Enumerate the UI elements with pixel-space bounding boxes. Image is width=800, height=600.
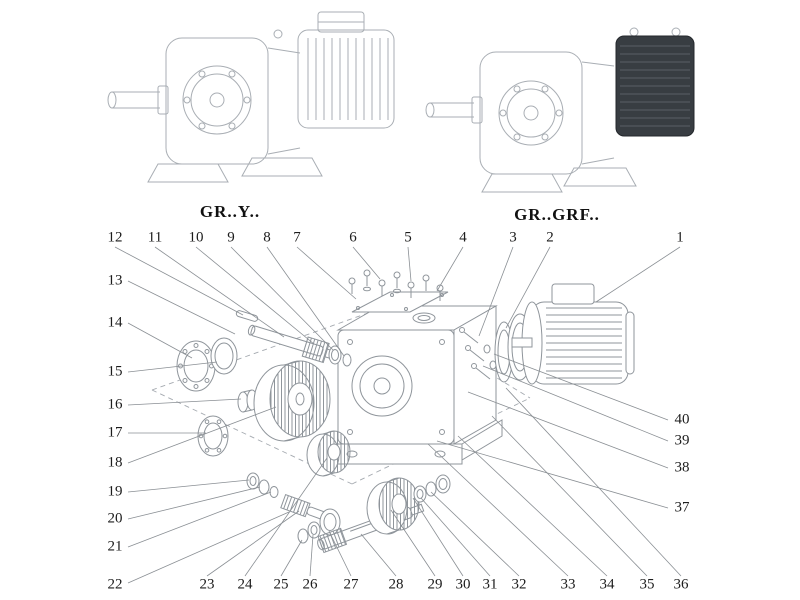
callout-34: 34 — [599, 576, 615, 593]
callout-37: 37 — [674, 499, 690, 516]
output-shaft-assembly — [297, 474, 451, 554]
cover-plate-and-bolts — [348, 269, 449, 313]
callout-27: 27 — [343, 576, 359, 593]
leader-lines — [114, 246, 682, 584]
callout-20: 20 — [107, 510, 123, 527]
callout-28: 28 — [388, 576, 404, 593]
callout-35: 35 — [639, 576, 655, 593]
callout-9: 9 — [227, 229, 235, 246]
motor-assembly — [494, 283, 635, 385]
bearing-and-seal — [176, 337, 258, 457]
callout-30: 30 — [455, 576, 471, 593]
callout-32: 32 — [511, 576, 527, 593]
callout-6: 6 — [349, 229, 357, 246]
callout-4: 4 — [459, 229, 467, 246]
callout-12: 12 — [107, 229, 123, 246]
callout-3: 3 — [509, 229, 517, 246]
assembled-view-gr-y — [107, 11, 395, 183]
callout-5: 5 — [404, 229, 412, 246]
exploded-view — [176, 269, 635, 554]
callout-26: 26 — [302, 576, 318, 593]
assembled-view-gr-grf — [425, 27, 695, 193]
callout-10: 10 — [188, 229, 204, 246]
callout-18: 18 — [107, 454, 123, 471]
callout-14: 14 — [107, 314, 123, 331]
variant-label-gr-y: GR..Y.. — [199, 202, 261, 221]
callout-11: 11 — [147, 229, 163, 246]
small-gear — [306, 430, 351, 477]
callout-7: 7 — [293, 229, 301, 246]
callout-38: 38 — [674, 459, 690, 476]
callout-1: 1 — [676, 229, 684, 246]
callout-40: 40 — [674, 411, 690, 428]
callout-2: 2 — [546, 229, 554, 246]
callout-29: 29 — [427, 576, 443, 593]
callout-36: 36 — [673, 576, 689, 593]
gearbox-housing — [329, 305, 503, 465]
washers-and-pinion — [246, 472, 334, 523]
large-gear — [253, 360, 331, 442]
callout-23: 23 — [199, 576, 215, 593]
callout-39: 39 — [674, 432, 690, 449]
callout-17: 17 — [107, 424, 123, 441]
callout-33: 33 — [560, 576, 576, 593]
callout-21: 21 — [107, 538, 123, 555]
callout-24: 24 — [237, 576, 253, 593]
callout-8: 8 — [263, 229, 271, 246]
callout-15: 15 — [107, 363, 123, 380]
callout-31: 31 — [482, 576, 498, 593]
callout-22: 22 — [107, 576, 123, 593]
input-shaft — [235, 310, 352, 367]
variant-label-gr-grf: GR..GRF.. — [514, 205, 600, 224]
motor-bolts — [459, 327, 497, 380]
callout-19: 19 — [107, 483, 123, 500]
callout-13: 13 — [107, 272, 123, 289]
callout-16: 16 — [107, 396, 123, 413]
callout-25: 25 — [273, 576, 289, 593]
